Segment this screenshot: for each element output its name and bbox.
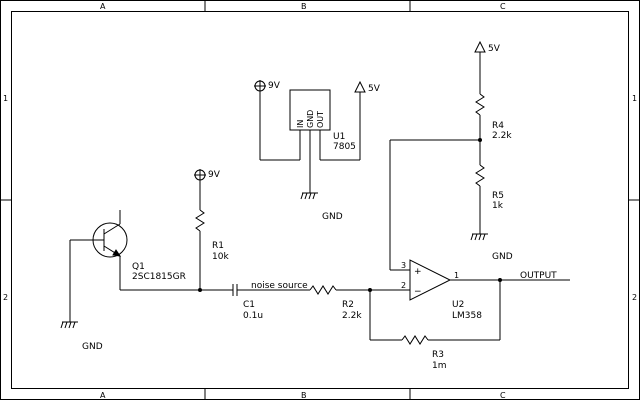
net-label-output: OUTPUT — [520, 271, 557, 281]
resistor-r1-ref: R1 — [212, 241, 224, 251]
transistor-value: 2SC1815GR — [132, 272, 186, 282]
power-5v-regulator-symbol — [354, 80, 366, 93]
resistor-r2-value: 2.2k — [342, 311, 362, 321]
ground-divider-label: GND — [492, 252, 513, 262]
transistor-ref: Q1 — [132, 262, 145, 272]
regulator-pin-in: IN — [296, 120, 305, 128]
power-5v-divider-symbol — [474, 40, 486, 53]
power-5v-divider-label: 5V — [488, 44, 501, 54]
power-9v-regulator-label: 9V — [268, 81, 281, 91]
resistor-r2[interactable] — [309, 285, 410, 295]
opamp-minus-sign: − — [414, 287, 422, 297]
opamp-pin-minus: 2 — [401, 281, 406, 290]
frame-col-label-bottom: C — [500, 391, 506, 400]
frame-col-label-bottom: A — [100, 391, 106, 400]
resistor-r2-ref: R2 — [342, 300, 354, 310]
opamp-pin-plus: 3 — [401, 261, 406, 270]
frame-col-label-top: C — [500, 2, 506, 11]
capacitor-value: 0.1u — [243, 311, 263, 321]
transistor-q1[interactable] — [69, 210, 200, 322]
ground-transistor-label: GND — [82, 342, 103, 352]
junction-output — [498, 278, 502, 282]
ground-regulator-symbol — [300, 192, 318, 200]
resistor-r5-value: 1k — [492, 201, 504, 211]
resistor-r5-ref: R5 — [492, 191, 504, 201]
opamp-pin-out: 1 — [454, 271, 459, 280]
ground-regulator-label: GND — [322, 212, 343, 222]
resistor-r4-ref: R4 — [492, 121, 504, 131]
wire-divider-to-plus — [389, 139, 480, 270]
frame-row-label-left: 2 — [3, 293, 8, 302]
power-5v-regulator-label: 5V — [368, 84, 381, 94]
resistor-r1-value: 10k — [212, 252, 229, 262]
frame-col-label-top: A — [100, 2, 106, 11]
resistor-r3-ref: R3 — [432, 350, 444, 360]
opamp-plus-sign: + — [414, 267, 422, 277]
net-label-noise-source: noise source — [251, 281, 308, 291]
regulator-ref: U1 — [333, 132, 345, 142]
regulator-u1[interactable] — [259, 89, 361, 193]
power-9v-r1-symbol — [194, 169, 206, 181]
resistor-r3[interactable] — [369, 280, 501, 345]
ground-transistor-symbol — [60, 321, 78, 329]
frame-col-label-bottom: B — [301, 391, 307, 400]
resistor-r4[interactable] — [475, 52, 485, 140]
resistor-r4-value: 2.2k — [492, 131, 512, 141]
opamp-value: LM358 — [452, 311, 482, 321]
frame-row-label-right: 1 — [632, 94, 637, 103]
power-9v-regulator-symbol — [254, 80, 266, 92]
resistor-r5[interactable] — [475, 140, 485, 234]
regulator-value: 7805 — [333, 142, 356, 152]
regulator-pin-out: OUT — [316, 111, 325, 128]
ground-divider-symbol — [470, 233, 488, 241]
frame-col-label-top: B — [301, 2, 307, 11]
capacitor-c1[interactable] — [200, 284, 310, 296]
resistor-r3-value: 1m — [432, 361, 447, 371]
opamp-u2[interactable] — [390, 259, 570, 301]
capacitor-ref: C1 — [243, 300, 255, 310]
frame-row-label-right: 2 — [632, 293, 637, 302]
frame-row-label-left: 1 — [3, 94, 8, 103]
regulator-pin-gnd: GND — [306, 110, 315, 128]
opamp-ref: U2 — [452, 300, 464, 310]
power-9v-r1-label: 9V — [208, 170, 221, 180]
resistor-r1[interactable] — [195, 181, 205, 290]
